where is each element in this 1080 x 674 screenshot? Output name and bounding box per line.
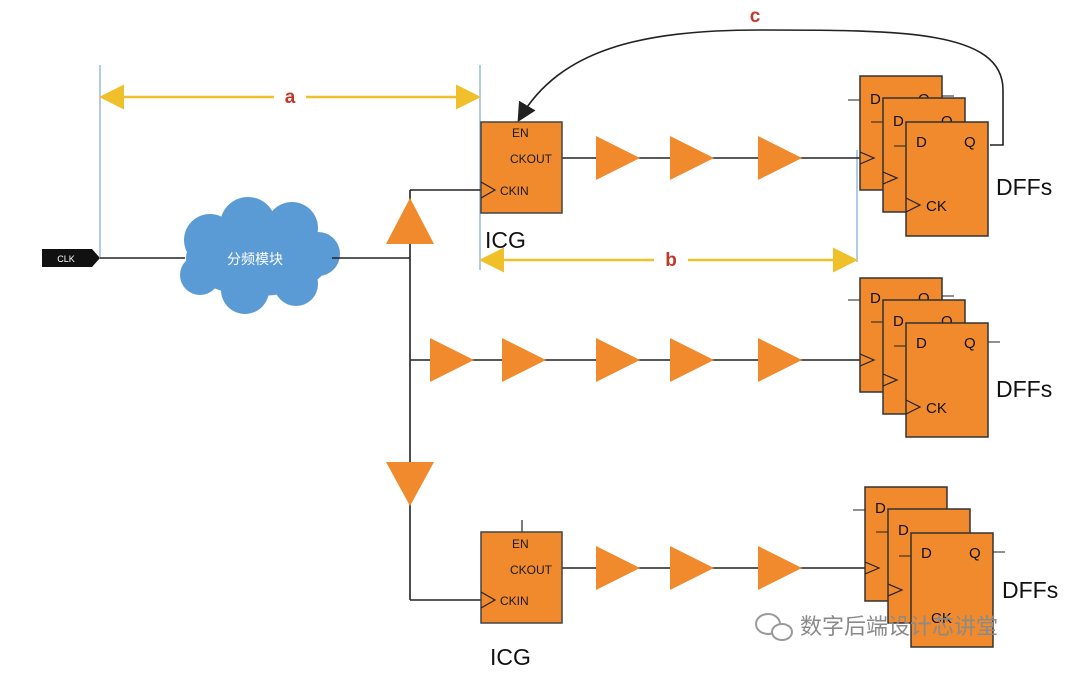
icg-top-pin-ckout: CKOUT	[510, 152, 553, 166]
svg-text:Q: Q	[969, 545, 981, 562]
icg-bottom-title: ICG	[490, 644, 531, 670]
icg-bottom-pin-ckout: CKOUT	[510, 563, 553, 577]
svg-text:Q: Q	[941, 313, 953, 330]
icg-top-title: ICG	[485, 227, 526, 253]
icg-top-pin-ckin: CKIN	[500, 184, 529, 198]
feedback-path-c	[517, 29, 1004, 146]
divider-label: 分频模块	[227, 251, 283, 267]
clk-port	[42, 249, 100, 267]
label-c: c	[750, 6, 761, 27]
divider-cloud	[180, 197, 340, 314]
buffers-middle	[430, 338, 802, 382]
dff-group-bottom: D D D Q CK	[853, 486, 1005, 648]
svg-text:D: D	[916, 134, 927, 151]
svg-text:D: D	[921, 545, 932, 562]
svg-text:CK: CK	[926, 400, 947, 417]
svg-text:D: D	[875, 500, 886, 517]
svg-text:Q: Q	[918, 290, 930, 307]
svg-text:D: D	[870, 91, 881, 108]
svg-text:D: D	[893, 313, 904, 330]
svg-text:Q: Q	[964, 335, 976, 352]
clk-port-label: CLK	[57, 254, 75, 264]
dff-group-top-label: DFFs	[996, 174, 1052, 200]
svg-text:Q: Q	[964, 134, 976, 151]
icg-top: EN CKOUT CKIN	[480, 121, 563, 214]
icg-top-pin-en: EN	[512, 126, 529, 140]
svg-text:D: D	[916, 335, 927, 352]
buffers-bottom	[596, 546, 802, 590]
buffer-up-trunk	[386, 198, 434, 244]
svg-text:CK: CK	[931, 610, 952, 627]
svg-text:D: D	[893, 113, 904, 130]
svg-text:D: D	[898, 522, 909, 539]
watermark-text: 数字后端设计芯讲堂	[800, 614, 998, 639]
icg-bottom-pin-en: EN	[512, 537, 529, 551]
buffer-down-trunk	[386, 462, 434, 506]
wechat-icon	[755, 613, 793, 641]
buffers-top	[596, 136, 802, 180]
dff-group-middle-label: DFFs	[996, 376, 1052, 402]
dff-group-middle: D Q D Q D Q CK	[848, 277, 1000, 438]
icg-bottom: EN CKOUT CKIN	[480, 520, 563, 624]
icg-bottom-pin-ckin: CKIN	[500, 594, 529, 608]
dff-group-top: D Q D Q D Q CK	[848, 75, 989, 237]
label-a: a	[285, 87, 296, 108]
svg-text:D: D	[870, 290, 881, 307]
svg-text:CK: CK	[926, 198, 947, 215]
label-b: b	[665, 250, 677, 271]
dff-group-bottom-label: DFFs	[1002, 577, 1058, 603]
